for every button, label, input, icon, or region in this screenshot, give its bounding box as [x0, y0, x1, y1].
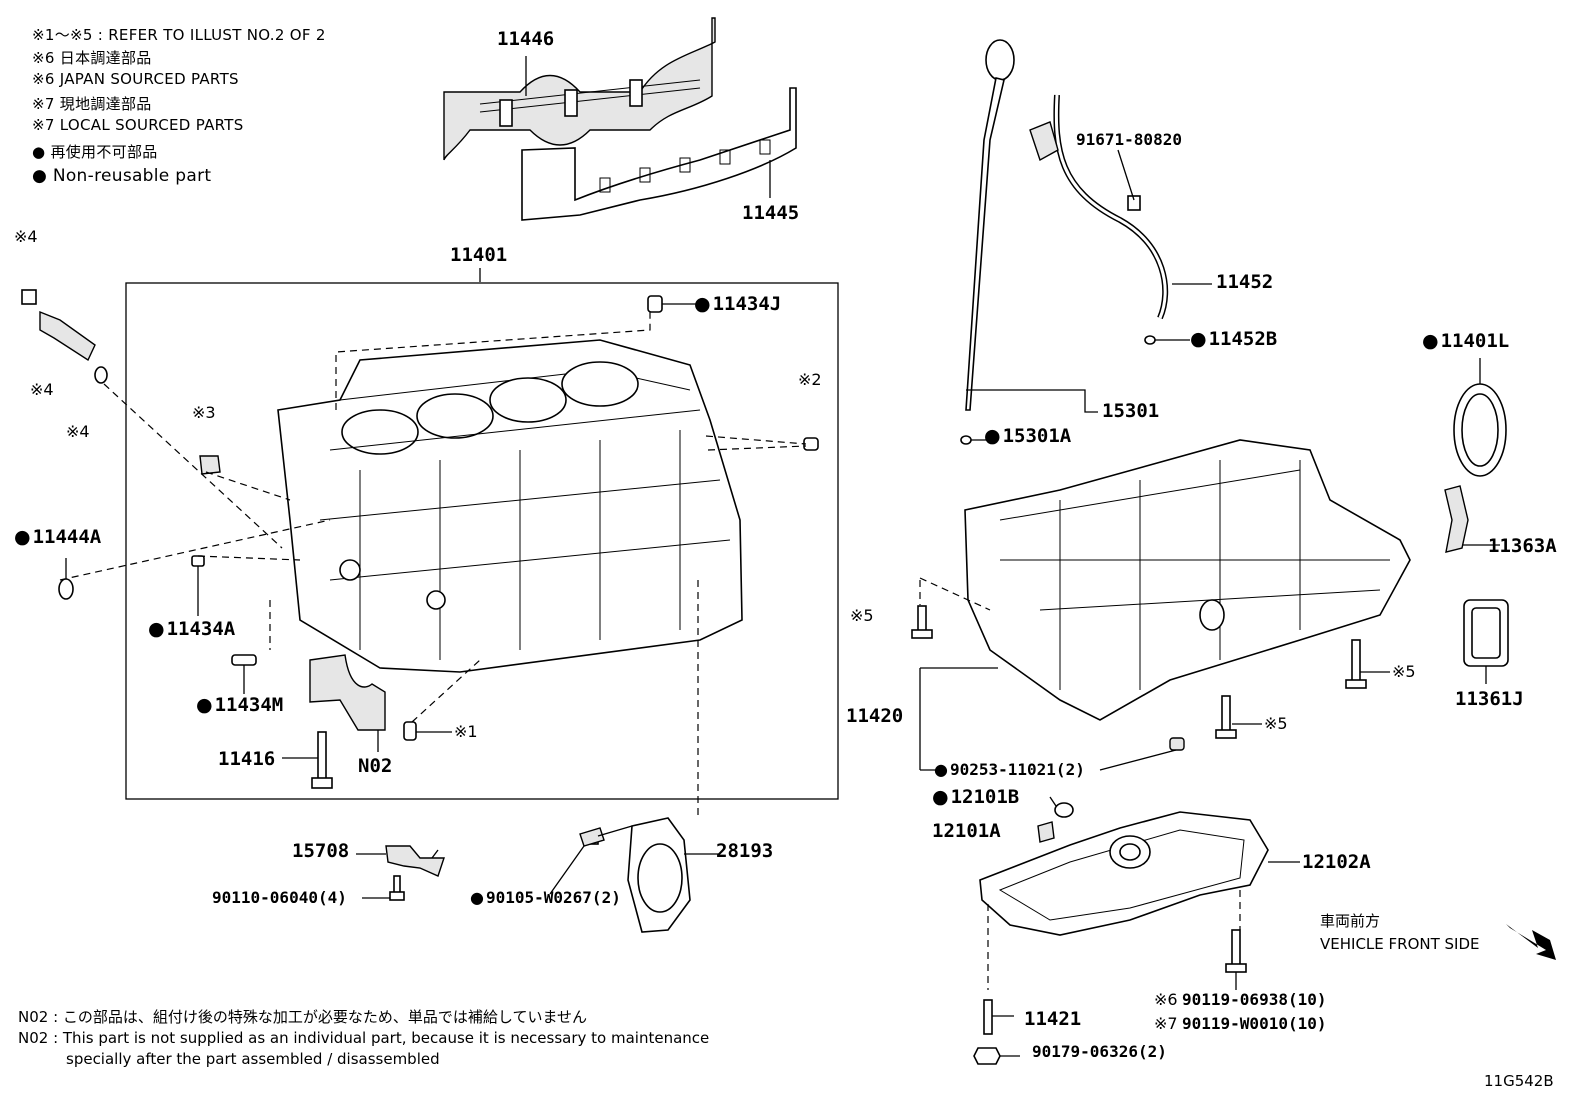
- note-ref-5-left: ※5: [850, 606, 874, 625]
- label-11434J: 11434J: [694, 295, 782, 314]
- oil-pan-upper-11420: [964, 439, 1411, 721]
- label-11420: 11420: [846, 705, 904, 727]
- note-ref-1: ※1: [454, 722, 478, 741]
- gasket-11446: [443, 17, 716, 161]
- label-11452B: 11452B: [1190, 330, 1278, 349]
- note-ref-4-oring: ※4: [66, 422, 90, 441]
- label-15301: 15301: [1102, 400, 1160, 422]
- note-ref-3: ※3: [192, 403, 216, 422]
- note-ref-4-top: ※4: [14, 227, 38, 246]
- label-11401: 11401: [450, 244, 508, 266]
- label-91671-80820: 91671-80820: [1076, 130, 1182, 149]
- note-ref-5-mid: ※5: [1264, 714, 1288, 733]
- guide-tube-11452: [1053, 94, 1169, 320]
- note-ref-7: ※7: [1154, 1014, 1178, 1033]
- nut-90179: [973, 1047, 1020, 1065]
- vehicle-front-en: VEHICLE FRONT SIDE: [1320, 935, 1480, 953]
- label-11421: 11421: [1024, 1008, 1082, 1030]
- part-11363A: [1444, 485, 1469, 553]
- label-n02: N02: [358, 755, 393, 777]
- legend-line-japan-en: ※6 JAPAN SOURCED PARTS: [32, 70, 239, 88]
- vehicle-front-arrow-icon: [1506, 924, 1556, 960]
- block-group-frame: [125, 282, 839, 800]
- bolt-5a: [911, 605, 933, 639]
- label-11446: 11446: [497, 28, 555, 50]
- label-11452: 11452: [1216, 271, 1274, 293]
- gasket-12101B: [1054, 802, 1074, 818]
- label-11434A: 11434A: [148, 620, 236, 639]
- pin-11434A: [191, 555, 205, 567]
- pin-11434M: [231, 654, 257, 666]
- bolt-5b: [1345, 639, 1367, 689]
- bolt-5c: [1215, 695, 1237, 739]
- legend-line-nonreuse-en: ● Non-reusable part: [32, 166, 212, 186]
- legend-line-japan-jp: ※6 日本調達部品: [32, 49, 152, 67]
- bolt-91671: [1127, 195, 1141, 211]
- bolt-90119: [1225, 929, 1247, 990]
- illustration-code: 11G542B: [1484, 1072, 1554, 1090]
- oring-15301A: [960, 435, 972, 445]
- footnote-n02-jp: N02 : この部品は、組付け後の特殊な加工が必要なため、単品では補給していませ…: [18, 1008, 588, 1026]
- vehicle-front-jp: 車両前方: [1320, 912, 1381, 930]
- dipstick-15301: [965, 39, 1098, 413]
- label-90179-06326: 90179-06326(2): [1032, 1042, 1167, 1061]
- label-11444A: 11444A: [14, 528, 102, 547]
- footnote-n02-en-1: N02 : This part is not supplied as an in…: [18, 1029, 710, 1047]
- label-11445: 11445: [742, 202, 800, 224]
- label-28193: 28193: [716, 840, 774, 862]
- label-12102A: 12102A: [1302, 851, 1371, 873]
- plug-3: [199, 455, 221, 475]
- label-12101B: 12101B: [932, 788, 1020, 807]
- label-90119-06938: 90119-06938(10): [1182, 990, 1327, 1009]
- oil-jet-assembly: [21, 289, 108, 384]
- note-ref-4-mid: ※4: [30, 380, 54, 399]
- note-ref-2: ※2: [798, 370, 822, 389]
- label-90105-w0267: 90105-W0267(2): [470, 890, 621, 906]
- cylinder-block-11401: [277, 339, 743, 673]
- label-11363A: 11363A: [1488, 535, 1557, 557]
- oil-pan-lower-12102A: [979, 811, 1269, 936]
- note-ref-6: ※6: [1154, 990, 1178, 1009]
- label-90119-w0010: 90119-W0010(10): [1182, 1014, 1327, 1033]
- drain-plug-12101A: [1037, 821, 1055, 843]
- bolt-11416: [282, 731, 333, 789]
- legend-line-nonreuse-jp: ● 再使用不可部品: [32, 143, 158, 161]
- oring-11452B: [1144, 335, 1156, 345]
- label-11416: 11416: [218, 748, 276, 770]
- pin-1: [403, 721, 417, 741]
- pin-11434J: [647, 295, 663, 313]
- note-ref-5-right: ※5: [1392, 662, 1416, 681]
- bearing-cap-n02: [309, 654, 386, 731]
- bolt-90110: [362, 875, 405, 901]
- legend-line-local-en: ※7 LOCAL SOURCED PARTS: [32, 116, 244, 134]
- label-15708: 15708: [292, 840, 350, 862]
- label-90253-11021: 90253-11021(2): [934, 762, 1085, 778]
- label-12101A: 12101A: [932, 820, 1001, 842]
- sensor-15708: [356, 845, 445, 877]
- stud-11421: [983, 999, 1014, 1035]
- bolt-90105: [549, 825, 633, 895]
- label-11361J: 11361J: [1455, 688, 1524, 710]
- spacer-11445: [521, 87, 797, 221]
- cover-28193: [627, 817, 720, 933]
- legend-line-refer: ※1～※5 : REFER TO ILLUST NO.2 OF 2: [32, 26, 326, 44]
- label-11434M: 11434M: [196, 696, 284, 715]
- label-90110-06040: 90110-06040(4): [212, 888, 347, 907]
- legend-line-local-jp: ※7 現地調達部品: [32, 95, 152, 113]
- label-11401L: 11401L: [1422, 332, 1510, 351]
- pin-2: [803, 437, 819, 451]
- oring-11444A: [58, 578, 74, 600]
- footnote-n02-en-2: specially after the part assembled / dis…: [66, 1050, 440, 1068]
- plug-90253: [1169, 737, 1185, 751]
- label-15301A: 15301A: [984, 427, 1072, 446]
